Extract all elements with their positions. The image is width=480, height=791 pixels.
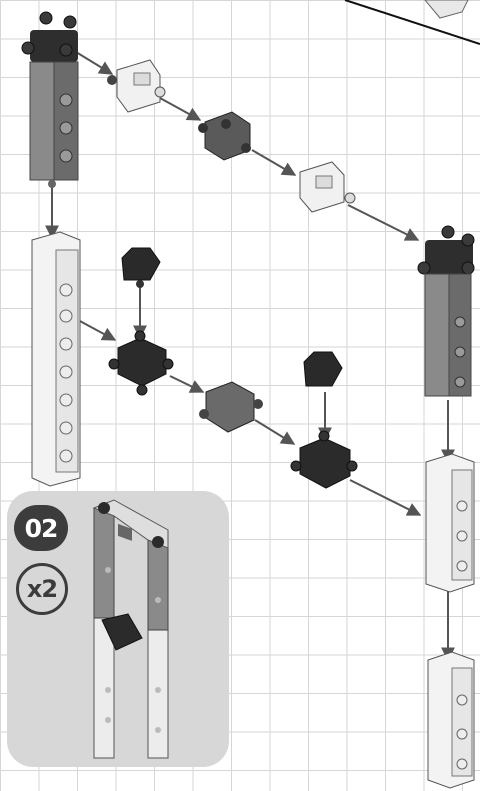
connector-block-black — [109, 331, 173, 395]
assembly-arrow — [160, 98, 200, 120]
connector-block-light — [107, 60, 165, 112]
assembly-arrow — [170, 376, 203, 392]
assembly-arrow — [252, 150, 295, 175]
connector-block-black — [291, 431, 357, 488]
previous-step-part — [425, 0, 468, 18]
tall-brick-white-right — [428, 652, 474, 788]
tall-brick-white-right — [426, 454, 474, 592]
assembly-arrow — [78, 320, 115, 340]
assembly-arrow — [76, 52, 112, 74]
connector-block-dark — [199, 382, 263, 432]
step-number-badge: 02 — [14, 505, 68, 551]
tall-brick-white-left — [32, 232, 80, 486]
quantity-badge: x2 — [16, 563, 68, 615]
tall-brick-dark-left — [22, 12, 78, 188]
assembly-arrow — [348, 205, 418, 240]
hinge-clip-black — [122, 248, 160, 288]
assembly-arrow — [255, 420, 294, 444]
assembly-arrow — [350, 480, 420, 515]
hinge-clip-black — [304, 352, 342, 386]
connector-block-dark — [198, 112, 251, 160]
tall-brick-dark-right — [418, 226, 474, 396]
connector-block-light — [300, 162, 355, 212]
assembled-frame-preview — [80, 490, 190, 765]
